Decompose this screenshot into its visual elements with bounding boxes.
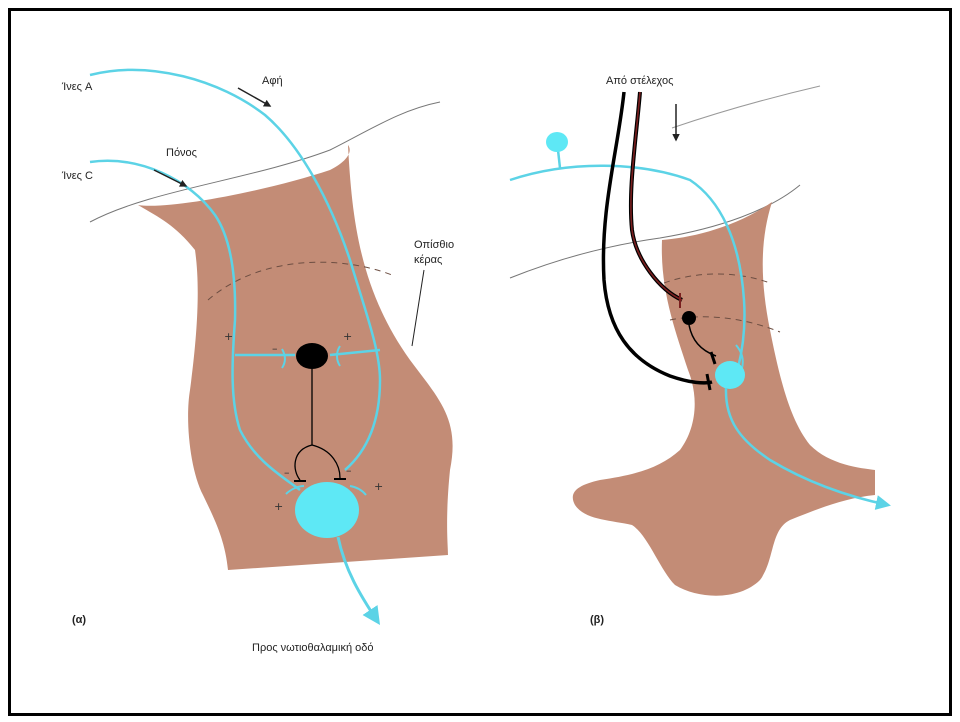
panel-b-label: (β) <box>590 614 604 626</box>
sign-plus-2: + <box>224 330 233 343</box>
sign-plus-1: + <box>343 330 352 343</box>
dorsal-horn-tissue <box>138 145 453 570</box>
descending-fiber-red <box>630 91 683 301</box>
ganglion-stalk <box>556 149 562 169</box>
label-fibers-c: Ίνες C <box>61 170 93 182</box>
label-from-brainstem: Από στέλεχος <box>606 75 673 87</box>
synapse-arc-bottom-right <box>349 485 367 496</box>
interneuron-b-synapse <box>709 351 717 365</box>
projection-neuron <box>295 482 359 538</box>
interneuron-terminals <box>294 444 341 481</box>
inhibitory-interneuron-b <box>682 311 696 325</box>
synapse-arc-right <box>336 345 341 367</box>
label-pain: Πόνος <box>166 147 197 159</box>
fiber-c-pain <box>89 159 301 492</box>
synapse-arc-left <box>281 348 286 369</box>
panel-a: – + + – – + + Ίνες A Αφή Πόνος Ίνες C Οπ… <box>61 68 454 654</box>
figure-frame <box>8 8 952 716</box>
spinothalamic-output-arrow <box>336 536 380 625</box>
pain-arrow <box>153 169 188 187</box>
upper-line-b <box>671 85 821 129</box>
sign-minus-2: – <box>284 466 290 479</box>
projection-output-arrow-b <box>724 387 891 510</box>
label-touch: Αφή <box>262 75 283 87</box>
label-fibers-a: Ίνες A <box>61 81 93 93</box>
synapse-arc-bottom-left <box>285 485 305 495</box>
ganglion-cell-body <box>546 132 568 152</box>
sign-minus-3: – <box>346 464 352 477</box>
lamina-dashed-line-b1 <box>663 273 771 284</box>
inhibitory-interneuron <box>296 343 328 369</box>
label-dorsal-horn-1: Οπίσθιο <box>414 239 454 251</box>
label-dorsal-horn-2: κέρας <box>414 254 442 266</box>
fiber-a-touch <box>89 68 382 471</box>
sign-minus-1: – <box>272 342 278 355</box>
touch-arrow <box>237 87 272 107</box>
lamina-dashed-line <box>207 261 393 301</box>
primary-afferent-fiber <box>509 164 746 369</box>
panel-a-label: (α) <box>72 614 86 626</box>
sign-plus-4: + <box>374 480 383 493</box>
label-spinothalamic: Προς νωτιοθαλαμική οδό <box>252 642 374 654</box>
sign-plus-3: + <box>274 500 283 513</box>
synapse-arc-b <box>735 344 744 369</box>
dorsal-horn-tissue-b <box>572 202 875 596</box>
descending-fiber-black <box>601 91 713 385</box>
cord-surface-line <box>89 101 441 223</box>
inhibitory-synapse-bars <box>294 478 346 482</box>
panel-b: Από στέλεχος (β) <box>509 75 891 626</box>
projection-neuron-b <box>715 361 745 389</box>
dorsal-horn-leader <box>411 269 425 347</box>
black-synapse-bar <box>705 373 712 391</box>
